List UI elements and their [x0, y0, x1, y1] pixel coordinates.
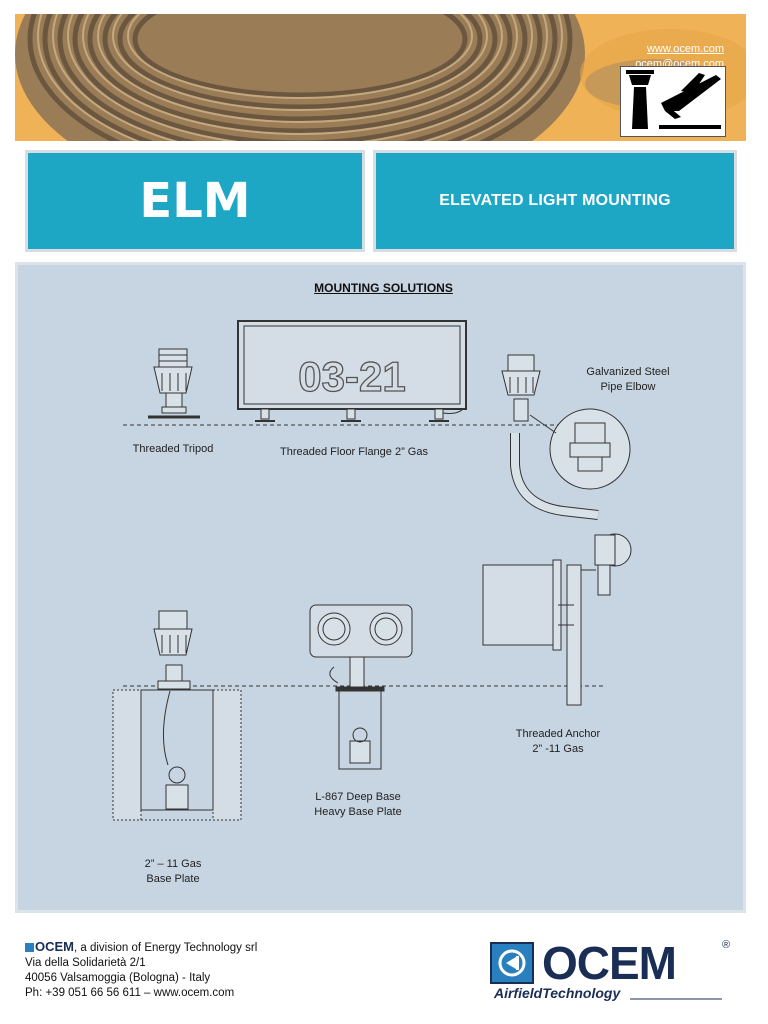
footer-address: OCEM, a division of Energy Technology sr… [25, 939, 257, 1001]
ocem-logo-icon [490, 942, 534, 984]
model-code-box: ELM [25, 150, 365, 252]
label-anchor: Threaded Anchor 2” -11 Gas [515, 728, 601, 755]
elbow-light-drawing [501, 354, 631, 520]
label-deep-base: L-867 Deep Base Heavy Base Plate [314, 791, 402, 818]
tripod-light-drawing [148, 348, 200, 419]
website-link[interactable]: www.ocem.com [646, 43, 724, 55]
product-name-box: ELEVATED LIGHT MOUNTING [373, 150, 737, 252]
label-floor-flange: Threaded Floor Flange 2” Gas [280, 446, 428, 458]
address-line-2: 40056 Valsamoggia (Bologna) - Italy [25, 972, 211, 984]
mounting-diagrams: 03-21 [112, 320, 632, 821]
registered-mark: ® [722, 939, 731, 951]
label-base-plate: 2” – 11 Gas Base Plate [144, 858, 202, 885]
sign-text: 03-21 [298, 353, 405, 400]
ocem-small-icon [25, 943, 34, 953]
l867-base-drawing [309, 604, 413, 770]
airport-tower-plane-icon [620, 66, 726, 137]
address-line-1: Via della Solidarietà 2/1 [25, 957, 146, 969]
phone-line: Ph: +39 051 66 56 611 – www.ocem.com [25, 987, 235, 999]
ocem-small-logo: OCEM [25, 939, 74, 954]
product-name: ELEVATED LIGHT MOUNTING [439, 192, 671, 209]
anchor-light-drawing [482, 533, 632, 706]
label-elbow: Galvanized Steel Pipe Elbow [586, 366, 670, 393]
label-tripod: Threaded Tripod [132, 443, 214, 455]
sign-drawing [237, 320, 467, 422]
ocem-logo-word: OCEM [542, 937, 677, 989]
tagline-underline [630, 998, 722, 1000]
company-line: OCEM, a division of Energy Technology sr… [25, 939, 257, 956]
model-code: ELM [139, 173, 251, 229]
deep-base-drawing [112, 610, 242, 821]
ocem-tagline: AirfieldTechnology [494, 985, 621, 1001]
section-title: MOUNTING SOLUTIONS [314, 281, 453, 295]
ocem-logo: OCEM ® AirfieldTechnology [490, 935, 740, 1005]
mounting-solutions-panel: 03-21 MOUNTING SOLUTIONS Threaded Tripod… [15, 262, 746, 913]
